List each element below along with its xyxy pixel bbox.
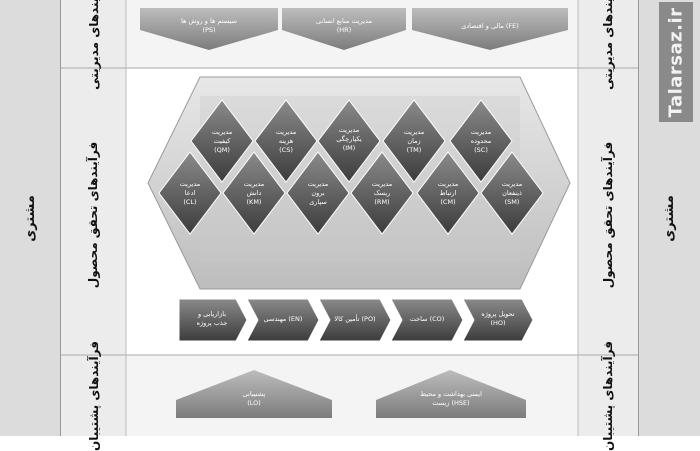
diamond-sc — [449, 99, 513, 183]
chevron-po — [318, 298, 392, 342]
mgmt-arrow-fe — [412, 8, 568, 50]
chevron-label-po: تأمین کالا (PO) — [334, 315, 376, 323]
band-left-label — [61, 0, 126, 436]
chevron-ho — [462, 298, 534, 342]
support-arrow-hse — [376, 370, 526, 418]
chevron-label-ho: تحویل پروژه(HO) — [481, 310, 515, 327]
chevron-label-co: ساخت (CO) — [409, 315, 445, 323]
diamond-cm — [416, 151, 480, 235]
mgmt-arrow-hr — [282, 8, 406, 50]
chevron-label-en: مهندسی (EN) — [263, 315, 303, 323]
process-shapes — [140, 8, 571, 418]
separator-lines — [60, 0, 639, 436]
mgmt-label-ps: سیستم ها و روش ها (PS) — [181, 17, 237, 34]
diamond-outsourcing — [286, 151, 350, 235]
chevron-co — [390, 298, 464, 342]
support-label-lo: پشتیبانی(LO) — [242, 390, 266, 407]
diamond-rm — [350, 151, 414, 235]
chevron-en — [246, 298, 320, 342]
diamond-im — [317, 99, 381, 183]
support-arrow-lo — [176, 370, 332, 418]
watermark-logo: Talarsaz.ir — [659, 2, 693, 122]
diamond-tm — [382, 99, 446, 183]
diamond-sm — [480, 151, 544, 235]
chevron-marketing — [178, 298, 248, 342]
diamond-qm — [190, 99, 254, 183]
mgmt-label-fe: مالی و اقتصادی (FE) — [461, 22, 519, 30]
diamond-km — [222, 151, 286, 235]
mgmt-label-hr: مدیریت منابع انسانی (HR) — [316, 17, 372, 34]
mgmt-arrow-ps — [140, 8, 278, 50]
diamond-cl — [158, 151, 222, 235]
band-right-label — [578, 0, 638, 436]
diamond-cs — [254, 99, 318, 183]
band-customer-left — [0, 0, 60, 436]
